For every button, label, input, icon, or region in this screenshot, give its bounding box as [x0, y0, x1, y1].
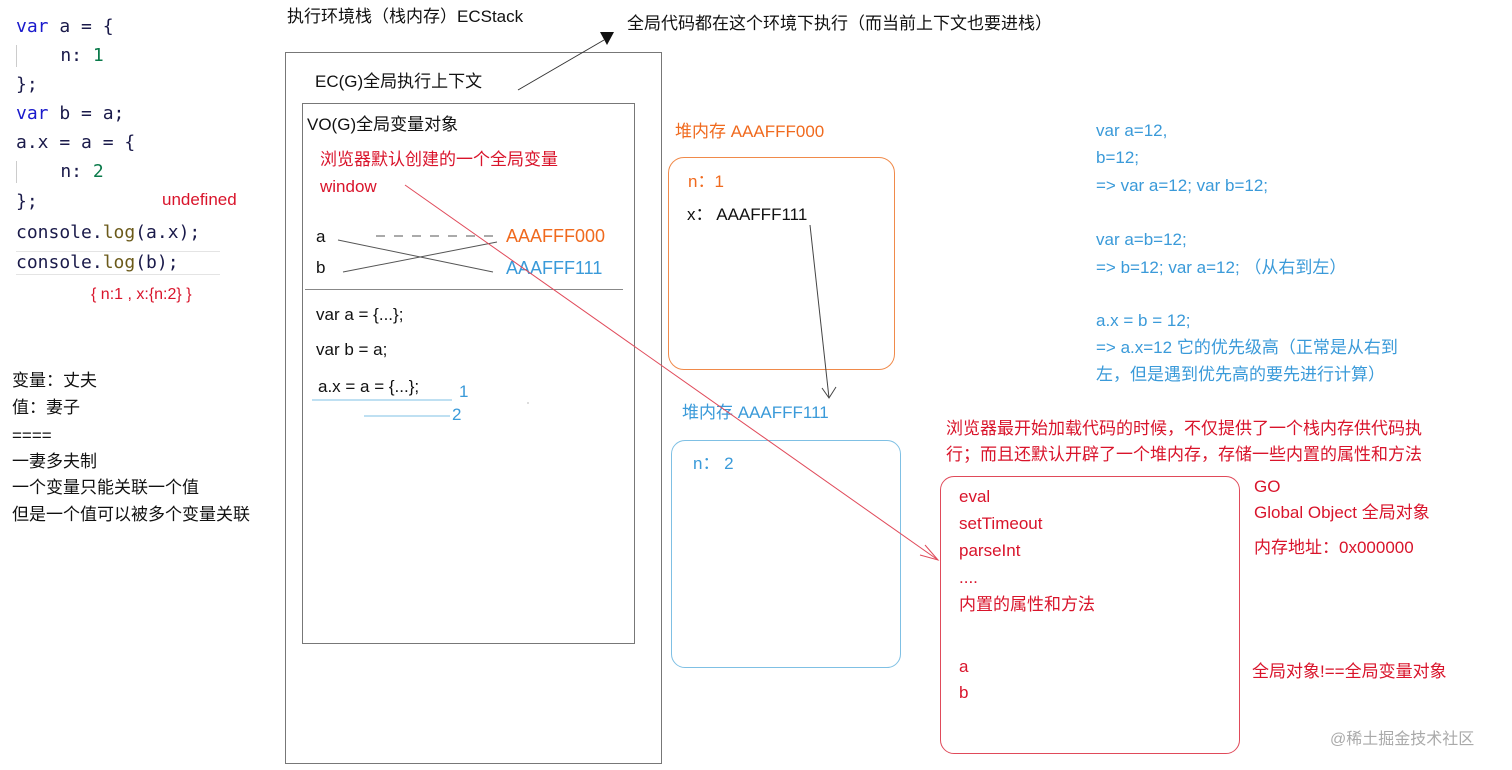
code-text: console.	[16, 222, 103, 243]
window-label: window	[320, 177, 377, 196]
go-item: ....	[959, 568, 978, 587]
watermark: @稀土掘金技术社区	[1330, 731, 1475, 748]
result-note: { n:1 , x:{n:2} }	[91, 286, 192, 303]
code-line: a.x = a = {	[16, 132, 136, 153]
function-name: log	[102, 252, 136, 273]
window-to-go-arrow	[404, 184, 939, 561]
step-2: 2	[452, 405, 462, 424]
note-line: a.x = b = 12;	[1096, 311, 1191, 330]
number: 2	[92, 161, 104, 182]
code-line: var b = a;	[16, 103, 124, 125]
go-item: 内置的属性和方法	[959, 595, 1095, 614]
note-line: 左，但是遇到优先高的要先进行计算）	[1096, 365, 1385, 384]
code-line: console.log(a.x);	[16, 222, 200, 244]
heap2-prop-n: n： 2	[693, 454, 734, 473]
go-full-label: Global Object 全局对象	[1254, 503, 1430, 522]
code-line: };	[16, 191, 38, 212]
note-line: ====	[12, 426, 52, 445]
go-intro: 浏览器最开始加载代码的时候，不仅提供了一个栈内存供代码执	[946, 419, 1422, 438]
note-line: 一妻多夫制	[12, 452, 97, 471]
stmt: a.x = a = {...};	[318, 377, 420, 396]
heap2-label: 堆内存 AAAFFF111	[682, 403, 829, 422]
stmt: var a = {...};	[316, 305, 404, 324]
code-text: (a.x);	[135, 222, 201, 243]
heap1-label: 堆内存 AAAFFF000	[675, 122, 825, 141]
code-line: };	[16, 74, 38, 95]
window-to-go-arrow-head	[919, 544, 940, 561]
x-to-heap2-arrow	[809, 224, 830, 399]
link-a-aaafff111	[337, 239, 494, 273]
ecstack-arrow-note: 全局代码都在这个环境下执行（而当前上下文也要进栈）	[627, 14, 1052, 33]
var-a: a	[316, 227, 326, 246]
link-b-aaafff000	[342, 241, 498, 273]
var-b: b	[316, 258, 326, 277]
go-inequality: 全局对象!==全局变量对象	[1252, 662, 1447, 681]
heap2-box	[671, 440, 901, 668]
note-line: b=12;	[1096, 148, 1140, 167]
address-aaafff000: AAAFFF000	[506, 226, 606, 246]
go-item: eval	[959, 487, 991, 506]
vo-title: VO(G)全局变量对象	[307, 115, 459, 134]
undefined-note: undefined	[162, 190, 237, 209]
code-text: n:	[17, 45, 93, 66]
note-line: var a=12,	[1096, 121, 1168, 140]
window-note: 浏览器默认创建的一个全局变量	[320, 150, 558, 169]
go-label: GO	[1254, 477, 1281, 496]
ecstack-title: 执行环境栈（栈内存）ECStack	[287, 7, 524, 26]
note-line: => var a=12; var b=12;	[1096, 176, 1269, 195]
code-text: b = a;	[48, 103, 125, 124]
ecg-arrow-head	[600, 32, 614, 45]
go-address: 内存地址：0x000000	[1254, 538, 1414, 557]
go-var: b	[959, 683, 969, 702]
heap1-prop-n: n：1	[688, 172, 724, 191]
ecstack-box	[285, 52, 662, 764]
ecg-arrow-line	[517, 39, 605, 91]
stmt: var b = a;	[316, 340, 388, 359]
keyword: var	[16, 103, 49, 124]
note-line: 一个变量只能关联一个值	[12, 478, 199, 497]
code-text: (b);	[135, 252, 179, 273]
function-name: log	[102, 222, 136, 243]
step-1: 1	[459, 382, 469, 401]
number: 1	[92, 45, 104, 66]
note-line: var a=b=12;	[1096, 230, 1187, 249]
code-line: n: 1	[16, 45, 104, 67]
note-line: 值：妻子	[12, 398, 80, 417]
divider	[305, 289, 623, 290]
code-text: console.	[16, 252, 103, 273]
go-item: parseInt	[959, 541, 1021, 560]
go-var: a	[959, 657, 969, 676]
note-line: => a.x=12 它的优先级高（正常是从右到	[1096, 338, 1398, 357]
heap1-prop-x: x： AAAFFF111	[687, 205, 808, 224]
code-line: n: 2	[16, 161, 104, 183]
keyword: var	[16, 16, 49, 37]
ecg-label: EC(G)全局执行上下文	[315, 72, 483, 91]
code-text: n:	[17, 161, 93, 182]
code-line: console.log(b);	[16, 251, 220, 275]
code-line: var a = {	[16, 16, 114, 38]
go-box	[940, 476, 1240, 754]
x-to-heap2-arrow-head	[821, 386, 837, 399]
code-text: a = {	[48, 16, 114, 37]
go-item: setTimeout	[959, 514, 1043, 533]
note-line: 但是一个值可以被多个变量关联	[12, 505, 250, 524]
heap1-box	[668, 157, 895, 370]
vo-box	[302, 103, 635, 644]
note-line: 变量：丈夫	[12, 371, 97, 390]
go-intro: 行；而且还默认开辟了一个堆内存，存储一些内置的属性和方法	[946, 445, 1422, 464]
note-line: => b=12; var a=12; （从右到左）	[1096, 258, 1347, 277]
